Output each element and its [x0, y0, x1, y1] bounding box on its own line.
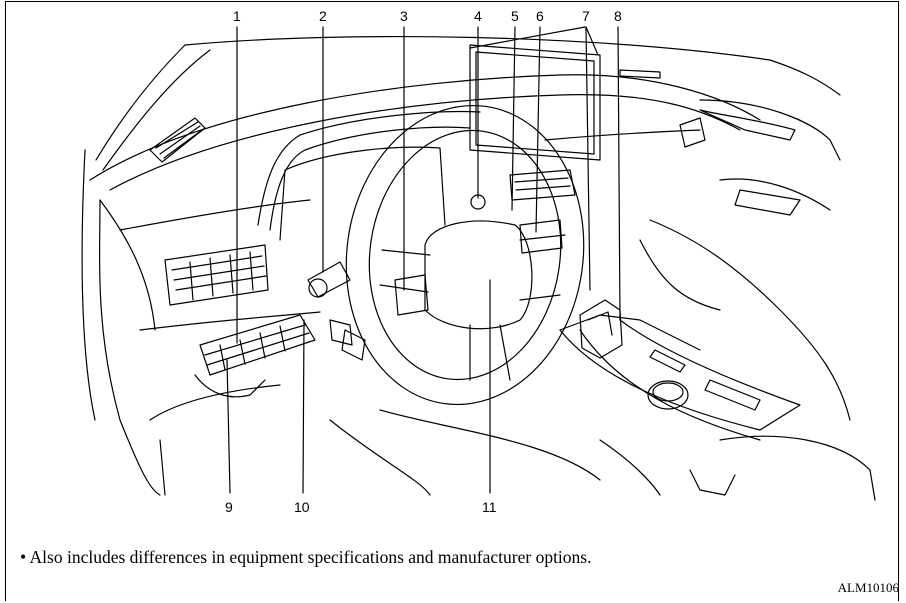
callout-7: 7 — [582, 8, 590, 24]
console-dial — [647, 380, 689, 410]
left-corner-vent — [149, 117, 206, 163]
center-display — [469, 44, 601, 161]
steering-hub — [424, 220, 533, 330]
right-spoke-switches — [519, 219, 563, 254]
cluster-hood — [257, 110, 481, 226]
left-a-pillar-inner — [102, 49, 211, 171]
callout-1: 1 — [233, 8, 241, 24]
callout-6: 6 — [536, 8, 544, 24]
left-a-pillar — [95, 44, 186, 161]
lower-switch-panel — [199, 314, 316, 376]
wiper-stalk — [307, 261, 351, 298]
dash-top-inner — [109, 94, 741, 191]
callout-2: 2 — [319, 8, 327, 24]
callout-5: 5 — [511, 8, 519, 24]
footnote-text: • Also includes differences in equipment… — [20, 547, 592, 567]
figure-reference-code: ALM10106 — [837, 580, 899, 595]
center-console — [559, 319, 801, 431]
callout-3: 3 — [400, 8, 408, 24]
windshield-top-edge — [184, 35, 771, 61]
callout-4: 4 — [474, 8, 482, 24]
figure-frame — [5, 1, 899, 601]
callout-8: 8 — [614, 8, 622, 24]
dashboard-line-drawing: 1 2 3 4 5 6 7 8 9 10 11 — [81, 8, 876, 515]
shift-lever — [579, 299, 623, 359]
left-mid-vent — [164, 244, 269, 306]
callout-11: 11 — [482, 499, 497, 515]
right-dash-vent — [679, 117, 706, 148]
steering-wheel-rim — [345, 104, 585, 406]
cluster-screen — [279, 146, 446, 241]
right-a-pillar — [769, 59, 841, 96]
callout-9: 9 — [225, 499, 233, 515]
dash-top — [89, 74, 761, 181]
left-spoke-switches — [394, 274, 429, 316]
callout-10: 10 — [294, 499, 310, 515]
right-door-panel — [699, 99, 841, 161]
center-vent — [509, 169, 576, 201]
